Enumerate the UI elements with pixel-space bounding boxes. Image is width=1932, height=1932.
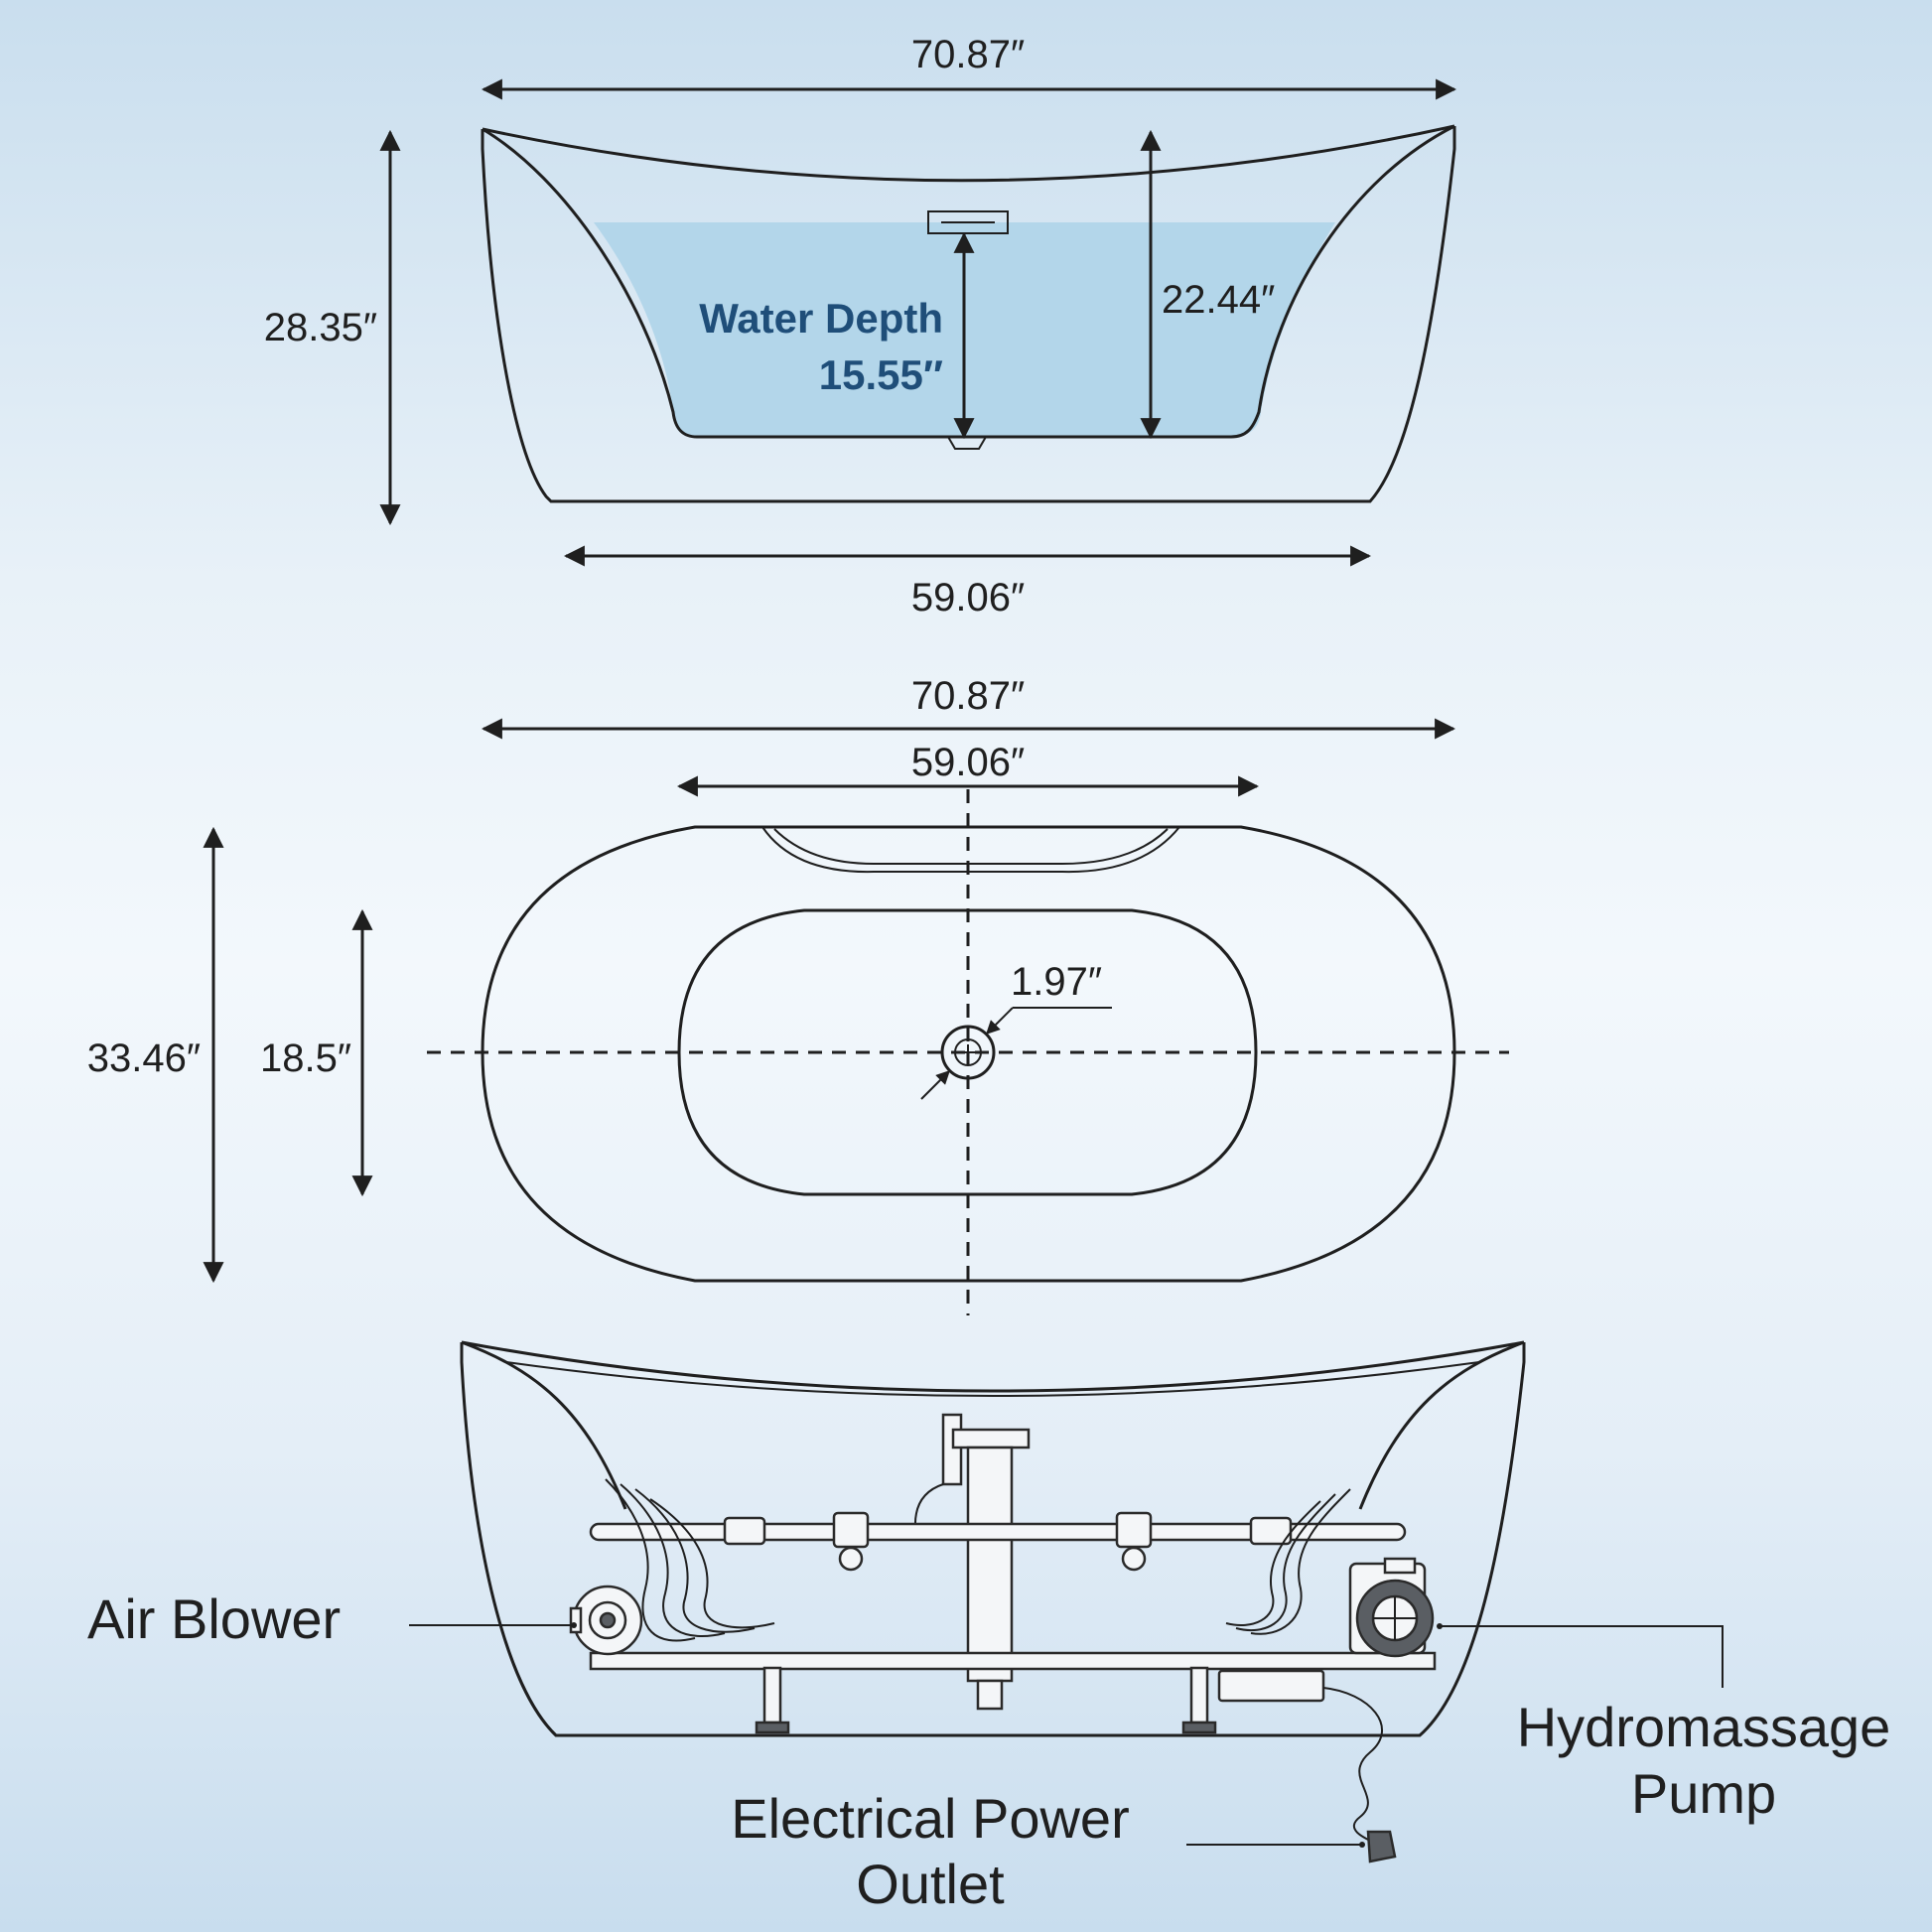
top-view: 1.97″ 70.87″ 59.06″ 33.46″ 18.5″ [87, 674, 1509, 1315]
drain-leader [986, 1007, 1014, 1035]
cutaway-inner-bowl [461, 1340, 1525, 1510]
water-depth-label: Water Depth [699, 295, 943, 342]
drain-inner [954, 1038, 982, 1066]
headrest [761, 826, 1180, 874]
air-blower [569, 1585, 643, 1656]
dim-inner-width: 18.5″ [260, 1036, 351, 1080]
drain-plug [947, 436, 987, 450]
dim-outer-width: 33.46″ [87, 1036, 201, 1080]
label-pump-line1: Hydromassage [1517, 1696, 1891, 1758]
label-outlet-line2: Outlet [856, 1853, 1005, 1915]
tub-outer-shell [481, 126, 1456, 503]
dim-height: 28.35″ [264, 306, 377, 349]
label-pump-line2: Pump [1631, 1762, 1776, 1825]
cutaway-outer-shell [460, 1342, 1526, 1737]
side-view: 70.87″ 28.35″ 22.44″ Water Depth 15.55″ … [264, 33, 1457, 620]
dim-top-width: 70.87″ [911, 33, 1025, 76]
water-depth-value: 15.55″ [819, 351, 943, 398]
dim-base-width: 59.06″ [911, 576, 1025, 620]
tub-inner-bowl [482, 124, 1455, 439]
cutaway-rim [461, 1340, 1525, 1393]
leader-pump [1440, 1625, 1724, 1688]
dim-inner-depth: 22.44″ [1162, 278, 1275, 322]
hoses-right [1225, 1488, 1351, 1635]
pipe-rail [589, 1522, 1407, 1542]
hydromassage-pump [1348, 1557, 1435, 1658]
dim-inner-length: 59.06″ [911, 741, 1025, 784]
label-outlet-line1: Electrical Power [731, 1787, 1129, 1850]
hoses-left [605, 1478, 775, 1642]
dim-outer-length: 70.87″ [911, 674, 1025, 718]
label-air-blower: Air Blower [87, 1587, 341, 1650]
drain-outer [940, 1025, 996, 1080]
power-cable [1217, 1669, 1397, 1863]
base-frame [589, 1651, 1437, 1671]
tub-inner-basin [677, 908, 1258, 1196]
dim-drain-diameter: 1.97″ [1011, 960, 1102, 1004]
tub-outer-outline [481, 825, 1456, 1283]
tub-rim [482, 124, 1455, 183]
cutaway-view: Air Blower Hydromassage Pump Electrical … [87, 1340, 1891, 1915]
drain-column [941, 1413, 963, 1486]
